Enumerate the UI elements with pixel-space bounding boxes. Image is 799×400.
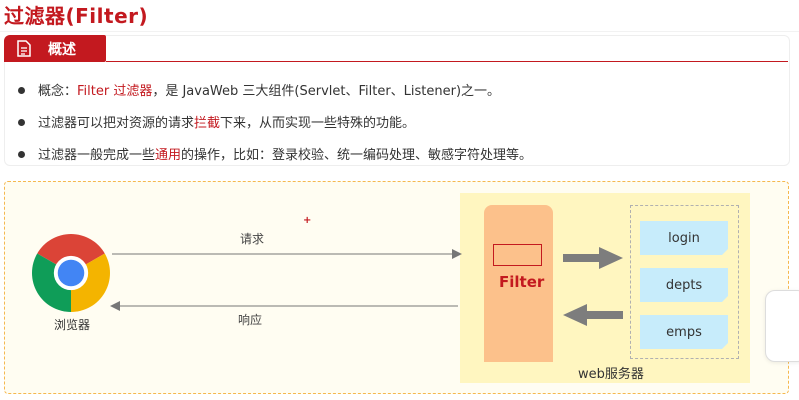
servlet-group xyxy=(630,205,739,359)
bullet-text: 的操作，比如：登录校验、统一编码处理、敏感字符处理等。 xyxy=(181,148,533,163)
response-arrow xyxy=(110,301,458,311)
bullet-text: 下来，从而实现一些特殊的功能。 xyxy=(220,116,416,131)
page-title: 过滤器(Filter) xyxy=(4,4,149,28)
bullet-item-intercept: 过滤器可以把对资源的请求拦截下来，从而实现一些特殊的功能。 xyxy=(18,112,415,131)
forward-arrow xyxy=(563,247,623,269)
bullet-highlight: 通用 xyxy=(155,148,182,163)
bullet-text: 过滤器可以把对资源的请求 xyxy=(38,116,195,131)
response-label: 响应 xyxy=(238,313,263,327)
overview-tab: 概述 xyxy=(4,35,106,62)
overview-panel xyxy=(4,35,790,166)
web-server-label: web服务器 xyxy=(578,367,644,382)
bullet-highlight: Filter 过滤器 xyxy=(77,84,153,99)
browser-icon xyxy=(32,234,110,312)
overview-divider xyxy=(106,61,788,62)
bullet-dot xyxy=(18,87,25,94)
servlet-depts: depts xyxy=(640,268,728,302)
side-floating-widget[interactable] xyxy=(765,290,799,362)
browser-label: 浏览器 xyxy=(54,318,91,332)
bullet-text: ，是 JavaWeb 三大组件(Servlet、Filter、Listener)… xyxy=(152,84,501,99)
request-arrow xyxy=(112,249,462,259)
return-arrow xyxy=(563,304,623,326)
servlet-login: login xyxy=(640,221,728,255)
bullet-text: 概念： xyxy=(38,84,78,99)
cursor-marker-icon: + xyxy=(303,215,312,226)
document-icon xyxy=(17,40,31,57)
bullet-item-concept: 概念：Filter 过滤器，是 JavaWeb 三大组件(Servlet、Fil… xyxy=(18,80,500,99)
title-divider xyxy=(0,31,799,32)
bullet-highlight: 拦截 xyxy=(194,116,221,131)
servlet-emps: emps xyxy=(640,315,728,349)
filter-box xyxy=(484,205,553,362)
filter-label: Filter xyxy=(499,273,545,291)
filter-slot xyxy=(493,244,542,266)
bullet-dot xyxy=(18,119,25,126)
overview-tab-label: 概述 xyxy=(48,42,76,58)
request-label: 请求 xyxy=(240,232,265,246)
bullet-item-common-ops: 过滤器一般完成一些通用的操作，比如：登录校验、统一编码处理、敏感字符处理等。 xyxy=(18,144,532,163)
bullet-text: 过滤器一般完成一些 xyxy=(38,148,156,163)
bullet-dot xyxy=(18,151,25,158)
